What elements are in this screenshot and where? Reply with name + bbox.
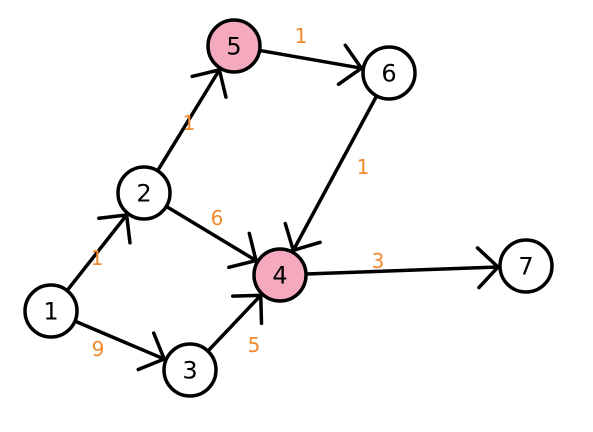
node-circle bbox=[116, 165, 172, 221]
nodes-layer: 1 2 3 4 5 6 7 bbox=[23, 18, 554, 398]
arrowhead-icon bbox=[227, 231, 258, 270]
arrowhead-icon bbox=[475, 246, 500, 290]
edge-line-2-5 bbox=[155, 68, 222, 173]
node-circle bbox=[23, 283, 79, 339]
node-circle bbox=[162, 342, 218, 398]
node-label: 7 bbox=[518, 253, 533, 281]
edge-weight-3-4: 5 bbox=[248, 333, 261, 357]
node-6[interactable]: 6 bbox=[361, 45, 417, 101]
node-label: 3 bbox=[182, 357, 197, 385]
edge-line-4-7 bbox=[304, 265, 500, 276]
edge-weight-1-3: 9 bbox=[92, 337, 105, 361]
edge-4-7: 3 bbox=[304, 246, 500, 290]
arrowhead-icon bbox=[283, 221, 322, 253]
edge-2-5: 1 bbox=[155, 68, 228, 173]
node-circle bbox=[361, 45, 417, 101]
edge-6-4: 1 bbox=[283, 94, 379, 253]
node-1[interactable]: 1 bbox=[23, 283, 79, 339]
node-4[interactable]: 4 bbox=[252, 247, 308, 303]
node-circle bbox=[206, 18, 262, 74]
node-label: 6 bbox=[381, 60, 396, 88]
edge-line-6-4 bbox=[291, 94, 379, 253]
edge-weight-6-4: 1 bbox=[357, 155, 370, 179]
edge-5-6: 1 bbox=[257, 24, 364, 87]
edge-weight-5-6: 1 bbox=[295, 24, 308, 48]
node-circle bbox=[498, 238, 554, 294]
node-2[interactable]: 2 bbox=[116, 165, 172, 221]
edge-1-3: 9 bbox=[73, 319, 166, 372]
edge-weight-2-4: 6 bbox=[211, 206, 224, 230]
node-circle bbox=[252, 247, 308, 303]
arrowhead-icon bbox=[97, 213, 132, 245]
edge-1-2: 1 bbox=[65, 213, 132, 293]
node-label: 4 bbox=[272, 262, 287, 290]
edge-2-4: 6 bbox=[164, 204, 258, 270]
node-label: 1 bbox=[43, 298, 58, 326]
edge-weight-2-5: 1 bbox=[183, 111, 196, 135]
edge-line-3-4 bbox=[206, 293, 263, 353]
edge-line-5-6 bbox=[257, 48, 364, 70]
node-5[interactable]: 5 bbox=[206, 18, 262, 74]
edge-line-2-4 bbox=[164, 204, 258, 263]
edge-line-1-3 bbox=[73, 319, 166, 361]
node-3[interactable]: 3 bbox=[162, 342, 218, 398]
arrowhead-icon bbox=[190, 68, 228, 99]
node-7[interactable]: 7 bbox=[498, 238, 554, 294]
arrowhead-icon bbox=[231, 293, 264, 326]
edges-layer: 1 9 1 6 5 1 1 3 bbox=[65, 24, 500, 372]
node-label: 2 bbox=[136, 180, 151, 208]
edge-3-4: 5 bbox=[206, 293, 264, 357]
arrowhead-icon bbox=[136, 331, 166, 372]
edge-weight-1-2: 1 bbox=[91, 246, 104, 270]
edge-line-1-2 bbox=[65, 213, 129, 293]
edge-weight-4-7: 3 bbox=[372, 249, 385, 273]
arrowhead-icon bbox=[336, 43, 364, 87]
node-label: 5 bbox=[226, 33, 241, 61]
